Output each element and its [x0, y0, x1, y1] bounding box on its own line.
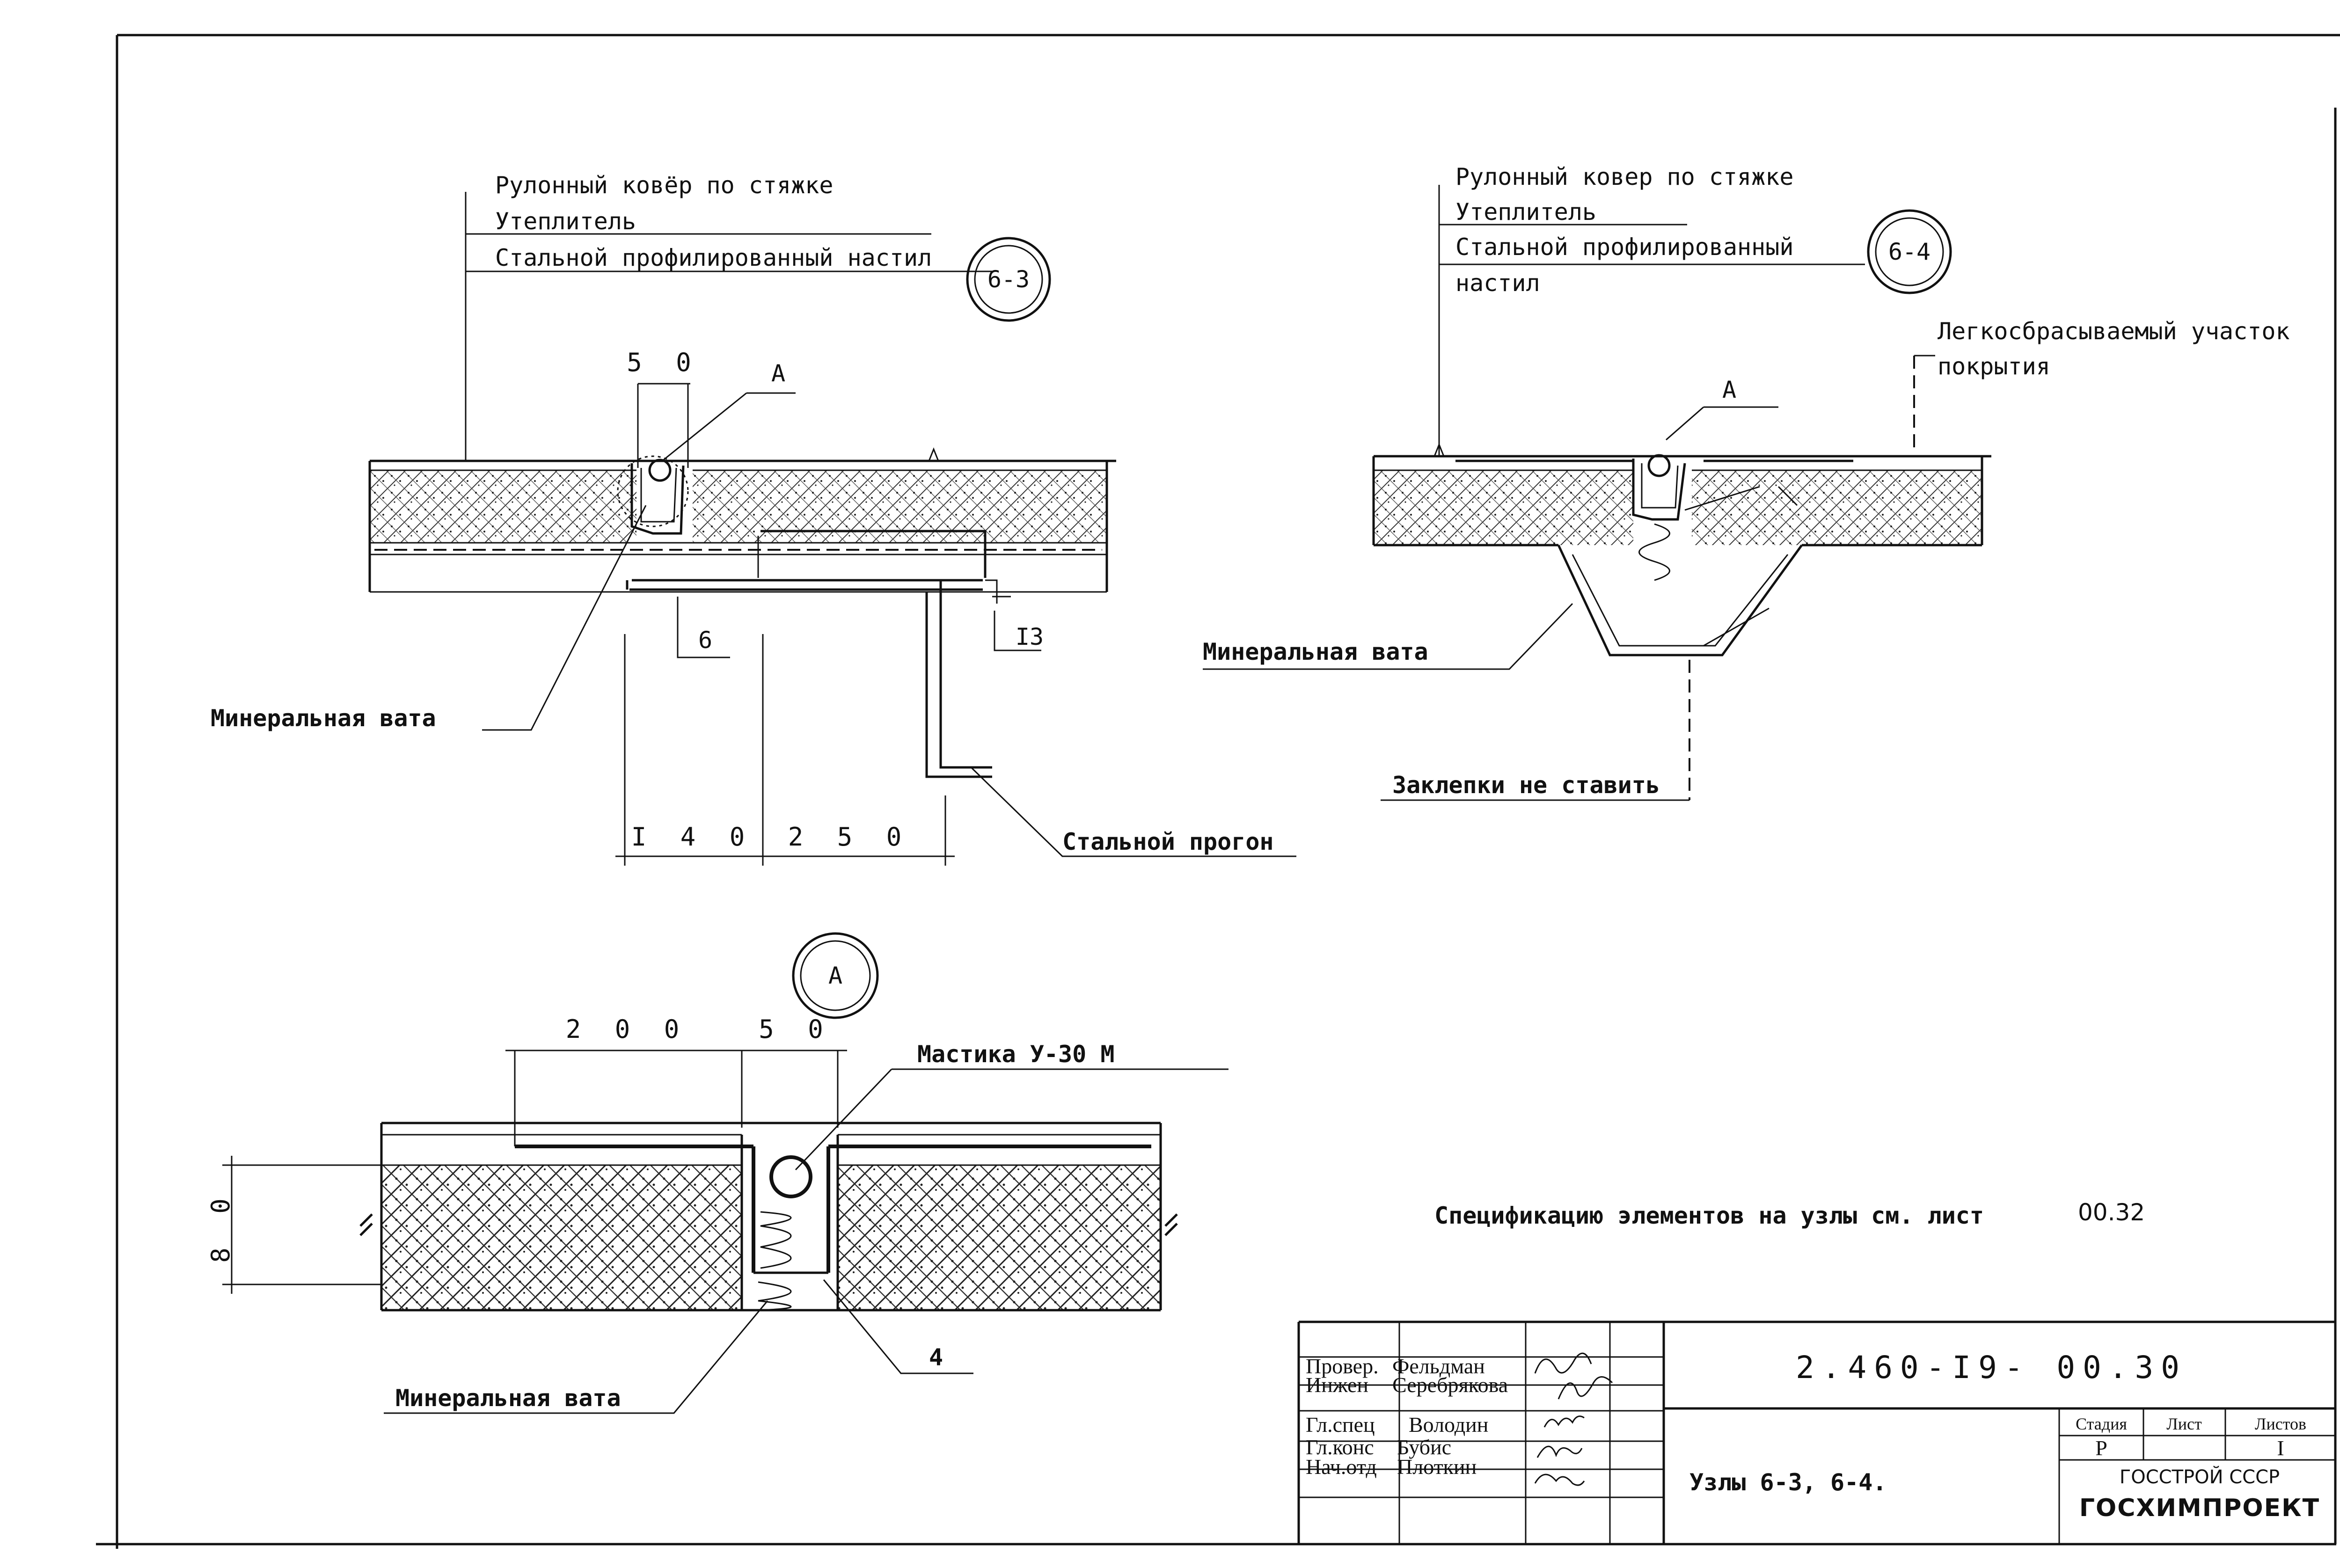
- node-6-4-label-light-2: покрытия: [1938, 353, 2050, 380]
- tb-name-4: Бубис: [1397, 1435, 1451, 1459]
- node-6-3-dimensions: 5 0 А 6 I3 I 4 0 2 5 0: [615, 348, 1044, 866]
- detail-a-label-mastic: Мастика У-30 М: [917, 1041, 1114, 1068]
- node-6-4-callout-line-1: Рулонный ковер по стяжке: [1455, 163, 1793, 190]
- tb-org-1: ГОССТРОЙ СССР: [2120, 1466, 2280, 1488]
- node-6-3-dim-bolt: I3: [1016, 623, 1044, 650]
- detail-a-marker: А: [792, 932, 879, 1019]
- node-6-4-callout-line-2: Утеплитель: [1455, 198, 1596, 226]
- tb-sheets-label: Листов: [2255, 1415, 2306, 1433]
- node-6-4-callout-line-4: настил: [1455, 270, 1540, 297]
- tb-signatures: [1534, 1352, 1613, 1486]
- node-6-4-label-rivets: Заклепки не ставить: [1392, 772, 1660, 799]
- node-6-4-marker: 6-4: [1867, 209, 1952, 294]
- tb-name-5: Плоткин: [1397, 1455, 1477, 1479]
- tb-role-1: Провер.: [1306, 1354, 1379, 1378]
- tb-name-2: Серебрякова: [1392, 1373, 1508, 1397]
- tb-title: Узлы 6-3, 6-4.: [1689, 1469, 1887, 1496]
- node-6-3-leaders: Минеральная вата Стальной прогон: [211, 505, 1296, 857]
- spec-note-sheet: 00.32: [2078, 1199, 2145, 1226]
- detail-a-label-pos: 4: [929, 1344, 943, 1371]
- node-6-3-dim-gap: 5 0: [627, 348, 701, 377]
- node-6-3-detail-ref: А: [771, 360, 785, 387]
- node-6-4-marker-label: 6-4: [1888, 238, 1930, 265]
- tb-sheet-label: Лист: [2166, 1415, 2202, 1433]
- tb-doc-code: 2.460-I9- 00.30: [1796, 1349, 2187, 1386]
- title-block: Провер. Фельдман Инжен Серебрякова Гл.сп…: [1297, 1320, 2336, 1544]
- detail-a-section: [359, 1122, 1178, 1312]
- detail-a-dimensions: 2 0 0 5 0 8 0: [206, 1014, 847, 1294]
- node-6-4: Рулонный ковер по стяжке Утеплитель Стал…: [1203, 163, 2290, 801]
- tb-stage: Р: [2095, 1436, 2107, 1460]
- tb-org-2: ГОСХИМПРОЕКТ: [2079, 1494, 2320, 1522]
- tb-name-1: Фельдман: [1392, 1354, 1485, 1378]
- detail-a-label-wool: Минеральная вата: [395, 1385, 621, 1412]
- detail-a-dim-height: 8 0: [206, 1189, 235, 1263]
- detail-a-dim-left: 2 0 0: [566, 1014, 689, 1044]
- node-6-3-dim-lap: 6: [698, 627, 712, 654]
- node-6-4-light-area-callout: Легкосбрасываемый участок покрытия: [1913, 318, 2290, 449]
- node-6-4-detail-ref: А: [1666, 376, 1778, 441]
- node-6-4-leaders: Минеральная вата Заклепки не ставить: [1203, 603, 1690, 801]
- tb-role-3: Гл.спец: [1306, 1413, 1375, 1437]
- node-6-3-marker-label: 6-3: [987, 266, 1030, 293]
- tb-stage-label: Стадия: [2076, 1415, 2127, 1433]
- tb-role-5: Нач.отд: [1306, 1455, 1377, 1479]
- node-6-4-label-wool: Минеральная вата: [1203, 638, 1428, 665]
- node-6-4-detail-ref-label: А: [1722, 376, 1736, 403]
- tb-role-4: Гл.конс: [1306, 1435, 1374, 1459]
- node-6-3-callout-line-1: Рулонный ковёр по стяжке: [495, 172, 833, 199]
- tb-name-3: Володин: [1409, 1413, 1488, 1437]
- node-6-3-callout-line-3: Стальной профилированный настил: [495, 244, 932, 271]
- spec-note: Спецификацию элементов на узлы см. лист …: [1434, 1199, 2145, 1229]
- node-6-3-dim-right: 2 5 0: [788, 822, 911, 852]
- sheet-frame: [96, 34, 2340, 1549]
- node-6-3-callout: Рулонный ковёр по стяжке Утеплитель Стал…: [465, 172, 992, 461]
- node-6-3: Рулонный ковёр по стяжке Утеплитель Стал…: [211, 172, 1296, 866]
- node-6-3-marker: 6-3: [966, 237, 1051, 322]
- tb-role-2: Инжен: [1306, 1373, 1368, 1397]
- node-6-4-callout: Рулонный ковер по стяжке Утеплитель Стал…: [1433, 163, 1865, 457]
- node-6-4-callout-line-3: Стальной профилированный: [1455, 233, 1793, 261]
- detail-a: А 2 0 0 5 0 8 0: [206, 932, 1228, 1414]
- node-6-4-roof-slab: [1372, 454, 1991, 656]
- detail-a-marker-label: А: [828, 962, 842, 989]
- node-6-4-label-light-1: Легкосбрасываемый участок: [1938, 318, 2290, 345]
- node-6-3-label-wool: Минеральная вата: [211, 705, 436, 732]
- detail-a-dim-gap: 5 0: [759, 1014, 833, 1044]
- node-6-3-callout-line-2: Утеплитель: [495, 208, 636, 235]
- node-6-3-dim-left: I 4 0: [631, 822, 754, 852]
- tb-sheets: I: [2277, 1436, 2284, 1460]
- spec-note-text: Спецификацию элементов на узлы см. лист: [1434, 1202, 1984, 1229]
- node-6-3-roof-slab: [368, 455, 1116, 778]
- node-6-3-label-purlin: Стальной прогон: [1062, 828, 1274, 855]
- detail-a-leaders: Мастика У-30 М Минеральная вата 4: [384, 1041, 1228, 1414]
